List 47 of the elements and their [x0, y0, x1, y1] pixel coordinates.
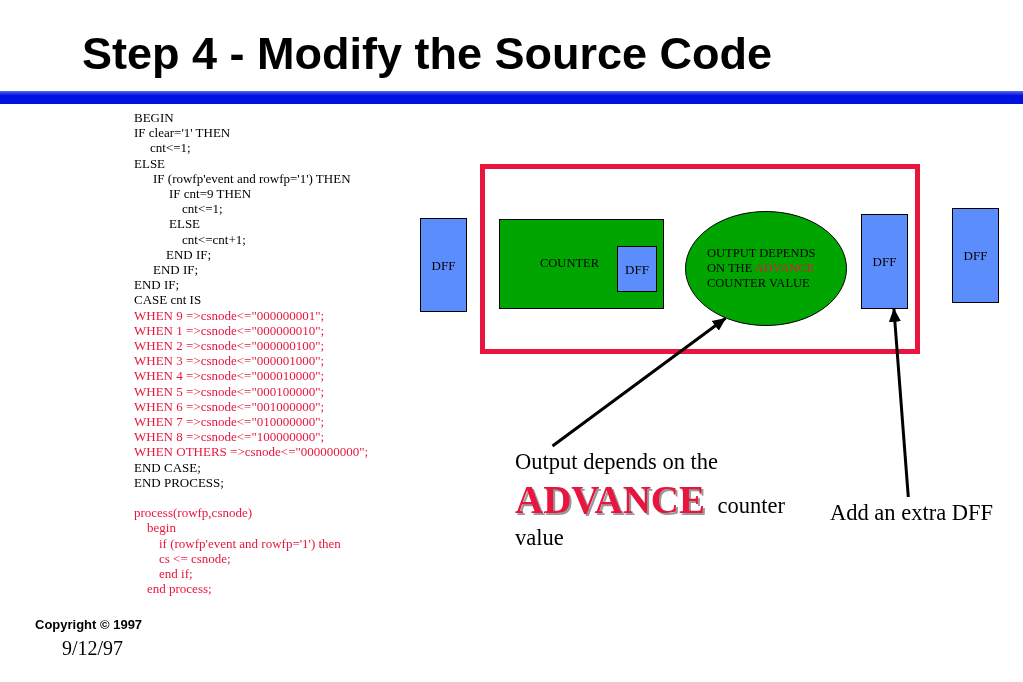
code-line: WHEN 8 =>csnode<="100000000"; — [134, 429, 325, 445]
code-line: ELSE — [169, 216, 201, 232]
code-line: WHEN 5 =>csnode<="000100000"; — [134, 383, 325, 399]
code-line: END CASE; — [134, 459, 201, 475]
code-line: cnt<=cnt+1; — [182, 231, 246, 247]
code-line: WHEN OTHERS =>csnode<="000000000"; — [134, 444, 369, 460]
code-line: END PROCESS; — [134, 474, 224, 490]
code-line: IF clear='1' THEN — [134, 125, 231, 141]
code-line: END IF; — [134, 277, 180, 293]
copyright-note: Copyright © 1997 — [35, 617, 143, 633]
code-line: IF (rowfp'event and rowfp='1') THEN — [153, 170, 351, 186]
code-line: WHEN 1 =>csnode<="000000010"; — [134, 322, 325, 338]
code-line: end if; — [159, 566, 193, 581]
code-line: begin — [147, 520, 176, 536]
code-line: WHEN 2 =>csnode<="000000100"; — [134, 338, 325, 353]
code-line: cnt<=1; — [150, 140, 191, 156]
code-line: CASE cnt IS — [134, 292, 202, 308]
dff-block: DFF — [420, 218, 467, 312]
code-line: WHEN 4 =>csnode<="000010000"; — [134, 368, 325, 384]
callout-text: Output depends on the ADVANCE counter value — [515, 446, 815, 554]
ellipse-text: OUTPUT DEPENDS ON THE ADVANCE COUNTER VALUE — [707, 246, 817, 291]
code-line: WHEN 7 =>csnode<="010000000"; — [134, 414, 325, 429]
dff-block: DFF — [861, 214, 908, 309]
code-line: WHEN 3 =>csnode<="000001000"; — [134, 353, 325, 369]
dff-block: DFF — [952, 208, 999, 303]
code-line: END IF; — [166, 246, 212, 262]
code-line: END IF; — [153, 262, 199, 277]
code-line: WHEN 9 =>csnode<="000000001"; — [134, 307, 325, 323]
leader-arrow — [551, 317, 727, 448]
code-line: if (rowfp'event and rowfp='1') then — [159, 535, 341, 551]
code-line: end process; — [147, 581, 212, 597]
counter-block — [499, 219, 664, 309]
dff-block: DFF — [617, 246, 657, 292]
code-line: cs <= csnode; — [159, 550, 231, 566]
block-label: COUNTER — [540, 256, 600, 271]
code-line: IF cnt=9 THEN — [169, 186, 252, 201]
code-line: ELSE — [134, 155, 166, 171]
callout-text: Add an extra DFF — [830, 497, 994, 529]
code-line: BEGIN — [134, 110, 174, 125]
date-text: 9/12/97 — [62, 636, 124, 660]
leader-arrow — [888, 308, 910, 498]
highlight-frame — [480, 164, 920, 354]
code-line: WHEN 6 =>csnode<="001000000"; — [134, 398, 325, 414]
code-line: cnt<=1; — [182, 201, 223, 217]
code-line: process(rowfp,csnode) — [134, 505, 253, 521]
slide-title: Step 4 - Modify the Source Code — [82, 28, 773, 80]
ellipse-block — [685, 211, 847, 326]
